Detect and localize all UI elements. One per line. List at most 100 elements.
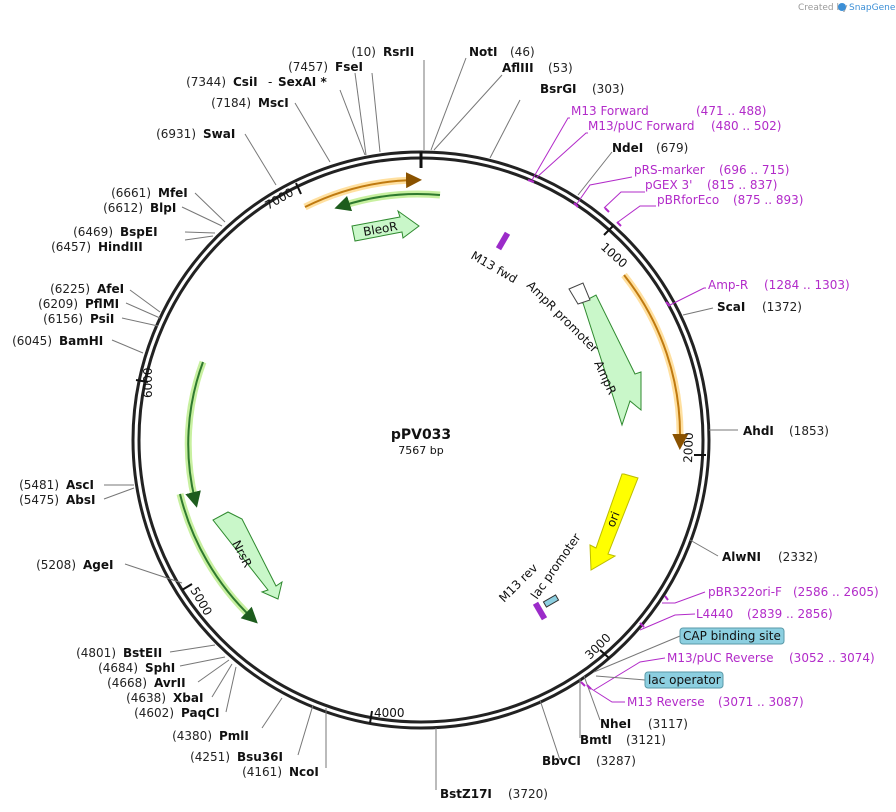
site-pos-msci: (7184) [211, 96, 251, 110]
site-name-bmti[interactable]: BmtI [580, 733, 612, 747]
site-pos-asci: (5481) [19, 478, 59, 492]
site-name-bamhi[interactable]: BamHI [59, 334, 103, 348]
primer-range-m13-forward: (471 .. 488) [696, 104, 766, 118]
site-pos-ahdi: (1853) [789, 424, 829, 438]
site-name-bstz17i[interactable]: BstZ17I [440, 787, 492, 801]
primer-name-pbrforeco[interactable]: pBRforEco [657, 193, 719, 207]
site-pos-avrii: (4668) [107, 676, 147, 690]
site-name-afliii[interactable]: AflIII [502, 61, 534, 75]
ori-arrow[interactable] [589, 473, 639, 571]
site-pos-ndei: (679) [656, 141, 688, 155]
site-pos-bamhi: (6045) [12, 334, 52, 348]
site-labels: (10) RsrII NotI (46) AflIII (53) BsrGI (… [12, 45, 829, 801]
lac-promoter-label: lac promoter [528, 531, 584, 602]
site-name-sexai[interactable]: SexAI * [278, 75, 327, 89]
m13-fwd-mark [495, 231, 511, 251]
ori-label: ori [604, 509, 623, 529]
primer-name-pgex-3[interactable]: pGEX 3' [645, 178, 692, 192]
site-name-xbai[interactable]: XbaI [173, 691, 203, 705]
site-name-bsu36i[interactable]: Bsu36I [237, 750, 283, 764]
site-name-pflmi[interactable]: PflMI [85, 297, 119, 311]
primer-range-l4440: (2839 .. 2856) [747, 607, 833, 621]
site-name-agei[interactable]: AgeI [83, 558, 113, 572]
primer-name-m13-puc-forward[interactable]: M13/pUC Forward [588, 119, 695, 133]
site-pos-bmti: (3121) [626, 733, 666, 747]
site-name-bsteii[interactable]: BstEII [123, 646, 162, 660]
site-name-noti[interactable]: NotI [469, 45, 498, 59]
primer-name-prs-marker[interactable]: pRS-marker [634, 163, 705, 177]
site-name-mfei[interactable]: MfeI [158, 186, 188, 200]
site-pos-noti: (46) [510, 45, 535, 59]
site-pos-hindiii: (6457) [51, 240, 91, 254]
cap-binding-site-box[interactable] [679, 627, 785, 645]
plasmid-name: pPV033 [391, 427, 451, 443]
bleor-arrow[interactable] [351, 209, 420, 242]
site-pos-psii: (6156) [43, 312, 83, 326]
site-leader-lines [103, 57, 738, 790]
site-pos-blpi: (6612) [103, 201, 143, 215]
site-name-bspei[interactable]: BspEI [120, 225, 158, 239]
site-name-csii[interactable]: CsiI [233, 75, 258, 89]
nrsr-arrow[interactable] [212, 511, 283, 600]
site-name-asci[interactable]: AscI [66, 478, 94, 492]
site-name-avrii[interactable]: AvrII [154, 676, 186, 690]
primer-name-m13-puc-reverse[interactable]: M13/pUC Reverse [667, 651, 774, 665]
site-name-rsrii[interactable]: RsrII [383, 45, 414, 59]
site-pos-pflmi: (6209) [38, 297, 78, 311]
m13-rev-mark [532, 601, 548, 621]
primer-range-pbrforeco: (875 .. 893) [733, 193, 803, 207]
site-pos-fsei: (7457) [288, 60, 328, 74]
site-name-msci[interactable]: MscI [258, 96, 289, 110]
site-name-blpi[interactable]: BlpI [150, 201, 176, 215]
site-pos-ncoi: (4161) [242, 765, 282, 779]
primer-range-m13-reverse: (3071 .. 3087) [718, 695, 804, 709]
box-leader-lines [593, 635, 681, 681]
primer-name-l4440[interactable]: L4440 [696, 607, 733, 621]
site-pos-nhei: (3117) [648, 717, 688, 731]
site-name-absi[interactable]: AbsI [66, 493, 95, 507]
site-name-nhei[interactable]: NheI [600, 717, 631, 731]
site-pos-bspei: (6469) [73, 225, 113, 239]
site-name-afei[interactable]: AfeI [97, 282, 124, 296]
primer-range-pgex-3: (815 .. 837) [707, 178, 777, 192]
site-name-sphi[interactable]: SphI [145, 661, 175, 675]
tick-label-6000: 6000 [141, 367, 155, 398]
site-pos-scai: (1372) [762, 300, 802, 314]
primer-name-amp-r[interactable]: Amp-R [708, 278, 748, 292]
ampr-promoter-arrow[interactable] [568, 282, 591, 305]
site-name-paqci[interactable]: PaqCI [181, 706, 219, 720]
site-name-swai[interactable]: SwaI [203, 127, 235, 141]
primer-range-m13-puc-forward: (480 .. 502) [711, 119, 781, 133]
site-pos-bstz17i: (3720) [508, 787, 548, 801]
primer-name-m13-forward[interactable]: M13 Forward [571, 104, 649, 118]
site-pos-csii: (7344) [186, 75, 226, 89]
plasmid-length: 7567 bp [398, 444, 443, 457]
primer-name-pbr322ori-f[interactable]: pBR322ori-F [708, 585, 782, 599]
site-name-ncoi[interactable]: NcoI [289, 765, 319, 779]
primer-range-pbr322ori-f: (2586 .. 2605) [793, 585, 879, 599]
tick-label-4000: 4000 [374, 706, 405, 720]
snapgene-brand: SnapGene [849, 3, 896, 13]
site-name-alwni[interactable]: AlwNI [722, 550, 761, 564]
primer-labels: M13 Forward (471 .. 488) M13/pUC Forward… [571, 104, 879, 709]
primer-marks [527, 179, 671, 690]
site-name-bbvci[interactable]: BbvCI [542, 754, 581, 768]
lac-operator-box[interactable] [644, 671, 724, 689]
primer-name-m13-reverse[interactable]: M13 Reverse [627, 695, 705, 709]
site-dash: - [268, 75, 272, 89]
site-pos-agei: (5208) [36, 558, 76, 572]
site-name-bsrgi[interactable]: BsrGI [540, 82, 577, 96]
snapgene-logo-icon [838, 3, 846, 11]
site-pos-afei: (6225) [50, 282, 90, 296]
site-name-ndei[interactable]: NdeI [612, 141, 643, 155]
site-name-pmli[interactable]: PmlI [219, 729, 249, 743]
site-name-fsei[interactable]: FseI [335, 60, 363, 74]
site-name-psii[interactable]: PsiI [90, 312, 114, 326]
site-pos-bbvci: (3287) [596, 754, 636, 768]
site-name-scai[interactable]: ScaI [717, 300, 745, 314]
site-name-hindiii[interactable]: HindIII [98, 240, 143, 254]
ampr-arrow[interactable] [580, 294, 642, 427]
site-name-ahdi[interactable]: AhdI [743, 424, 774, 438]
feature-arcs [176, 172, 689, 624]
